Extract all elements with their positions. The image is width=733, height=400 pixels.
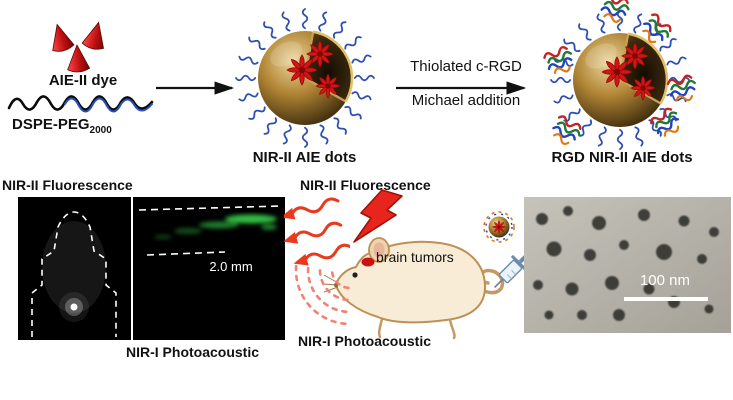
reaction-type-label: Michael addition: [411, 92, 521, 109]
wavy-arrows-icon: [284, 197, 350, 266]
aie-dye-cones-icon: [46, 20, 110, 74]
dspe-peg-subscript: 2000: [89, 125, 112, 136]
photoacoustic-signal: [154, 214, 277, 240]
mouse-illustration: [322, 237, 505, 340]
nir2-aie-dots-label: NIR-II AIE dots: [252, 149, 357, 166]
fluorescence-spot: [70, 303, 78, 311]
lightning-bolt-icon: [353, 189, 403, 243]
dspe-peg-label: DSPE-PEG2000: [12, 116, 112, 136]
photoacoustic-image: [133, 197, 285, 340]
tem-scale-label: 100 nm: [639, 272, 691, 289]
tem-scale-bar: [624, 297, 708, 301]
photoacoustic-label-left: NIR-I Photoacoustic: [126, 344, 260, 360]
rgd-nir2-aie-dots-label: RGD NIR-II AIE dots: [551, 149, 693, 166]
reaction-reagent-label: Thiolated c-RGD: [410, 58, 522, 75]
aie-dye-label: AIE-II dye: [48, 72, 118, 89]
dspe-peg-chain-icon: [7, 95, 154, 113]
mouse-legs: [377, 317, 456, 340]
tem-image: [524, 197, 731, 333]
fluorescence-label-mouse: NIR-II Fluorescence: [300, 177, 431, 193]
synthesis-arrow-icon: [156, 81, 235, 95]
dashed-arcs-icon: [294, 264, 350, 326]
fluorescence-label-left: NIR-II Fluorescence: [2, 177, 133, 193]
rgd-aie-dot-illustration: [542, 0, 700, 156]
reaction-arrow-icon: [396, 81, 527, 95]
depth-scale-label: 2.0 mm: [209, 259, 253, 274]
dspe-peg-label-text: DSPE-PEG: [12, 116, 90, 133]
brain-tumor-label: brain tumors: [376, 249, 454, 265]
brain-tumor-spot: [361, 257, 375, 267]
fluorescence-image: [18, 197, 131, 340]
brain-outline-dashed: [31, 211, 117, 337]
photoacoustic-label-mouse: NIR-I Photoacoustic: [298, 333, 432, 349]
nanoparticle-mini-icon: [483, 211, 515, 243]
nir2-aie-dot-illustration: [238, 4, 373, 152]
mouse-eye: [352, 272, 358, 278]
depth-dashed-line: [146, 251, 226, 256]
